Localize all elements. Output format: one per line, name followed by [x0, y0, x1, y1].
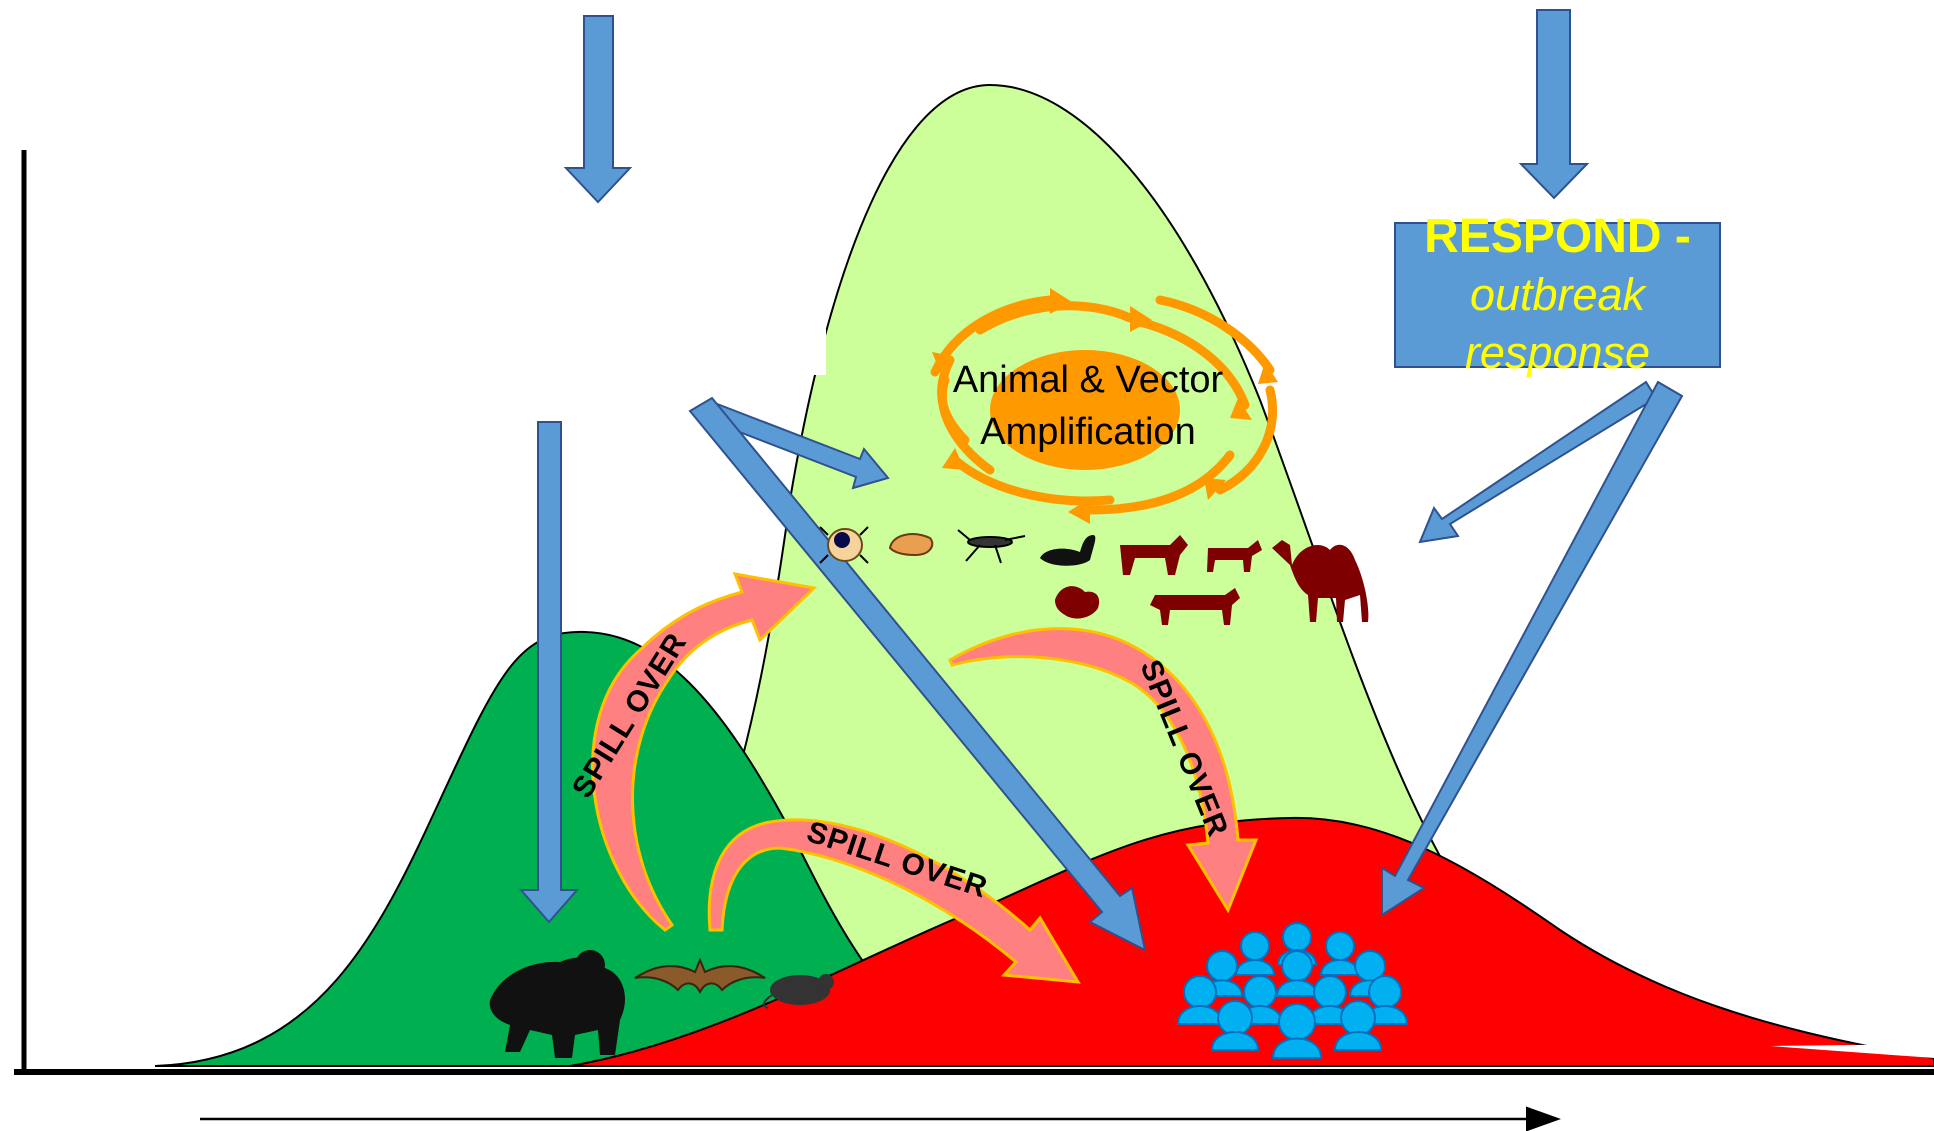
amplification-label-line1: Animal & Vector [953, 359, 1224, 401]
respond-title: RESPOND - [1424, 208, 1691, 266]
cutout [760, 180, 826, 375]
respond-box: RESPOND - outbreak response [1394, 222, 1721, 368]
arrow-down-right [1521, 10, 1587, 198]
shrimp-icon [890, 534, 932, 555]
arrow-down-left [566, 16, 630, 202]
respond-subtitle: outbreak response [1396, 266, 1719, 382]
amplification-label-line2: Amplification [980, 411, 1195, 453]
